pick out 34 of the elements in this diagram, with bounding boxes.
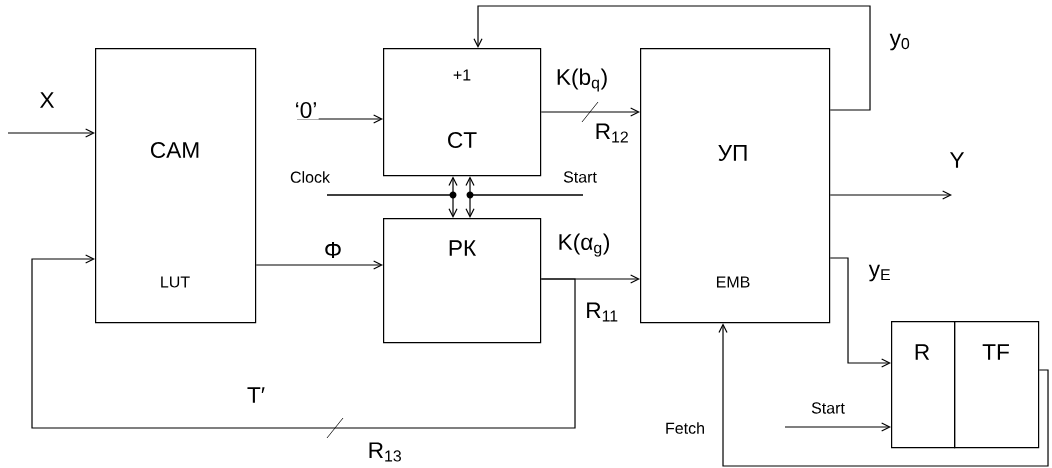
bus-label: R$_{11}$ — [587, 302, 618, 322]
edge-label: Y — [948, 150, 966, 170]
block-box: +1 CT — [383, 48, 542, 177]
edge-label: T′ — [245, 385, 267, 405]
arrow — [326, 194, 458, 218]
arrow — [540, 107, 640, 117]
arrow — [31, 254, 576, 429]
bus-label: R$_{13}$ — [369, 442, 401, 462]
block-box: РК — [383, 218, 542, 344]
block-box: CAM LUT — [95, 48, 257, 324]
block-box: R — [891, 321, 956, 449]
arrow — [7, 128, 95, 138]
arrow — [473, 5, 871, 111]
edge-label: Start — [561, 170, 599, 184]
arrow — [465, 194, 584, 218]
edge-label: Start — [809, 401, 847, 415]
block-box: TF — [954, 321, 1040, 449]
edge-label: K(b$_{q}$) — [554, 67, 610, 93]
arrow — [829, 190, 952, 200]
edge-label: Φ — [322, 240, 344, 260]
edge-label: y$_{0}$ — [888, 32, 912, 52]
edge-label: K(α$_{g}$) — [556, 232, 612, 258]
arrow — [784, 422, 891, 432]
edge-label: Fetch — [663, 420, 707, 436]
edge-label: y$_{E}$ — [867, 263, 893, 283]
arrow — [829, 257, 891, 368]
edge-label: X — [38, 90, 56, 110]
arrow — [296, 114, 383, 124]
edge-label: ‘0’ — [293, 100, 319, 120]
block-box: УП EMB — [640, 48, 831, 324]
arrow — [718, 323, 1049, 467]
edge-label: Clock — [288, 169, 332, 185]
bus-label: R$_{12}$ — [596, 123, 628, 143]
arrow — [255, 260, 383, 270]
